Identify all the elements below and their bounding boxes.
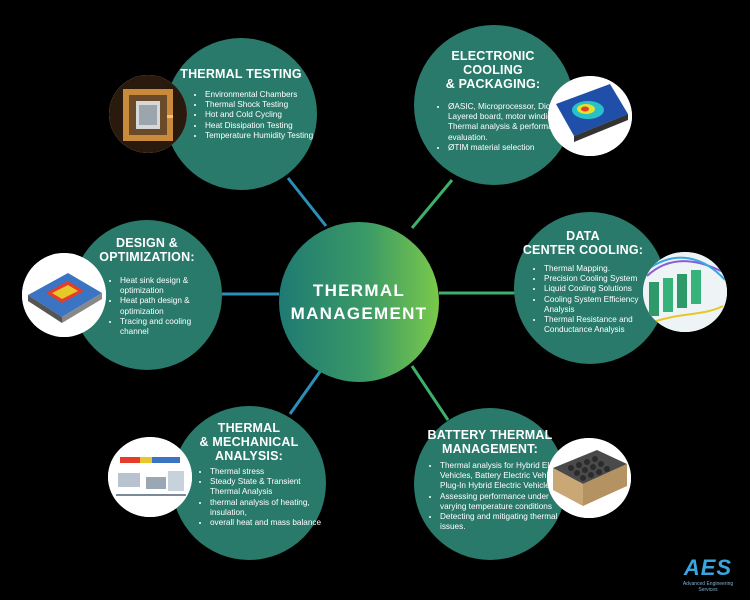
environmental-chamber-photo — [109, 75, 187, 153]
list-item: ØASIC, Microprocessor, Diodes, Layered b… — [448, 102, 566, 143]
connector-thermal-testing — [286, 177, 328, 227]
list-item: Assessing performance under varying temp… — [440, 492, 576, 512]
list-item: Precision Cooling System — [544, 274, 656, 284]
server-rack-airflow-simulation — [643, 252, 727, 332]
list-item: Tracing and cooling channel — [120, 317, 220, 337]
list-item: Hot and Cold Cycling — [205, 110, 325, 120]
connector-electronic-cooling — [410, 179, 454, 229]
list-item: Thermal Shock Testing — [205, 100, 325, 110]
node-title: THERMAL & MECHANICAL ANALYSIS: — [199, 421, 299, 463]
list-item: Environmental Chambers — [205, 90, 325, 100]
node-data-center: DATA CENTER COOLING: Thermal Mapping. Pr… — [514, 212, 666, 364]
node-title: DATA CENTER COOLING: — [522, 229, 644, 257]
connector-battery — [410, 365, 450, 421]
node-list: Thermal stress Steady State & Transient … — [198, 467, 328, 528]
heat-sink-simulation — [22, 253, 106, 337]
node-list: Environmental Chambers Thermal Shock Tes… — [193, 90, 325, 141]
list-item: Thermal Mapping. — [544, 264, 656, 274]
list-item: Thermal analysis for Hybrid Electric Veh… — [440, 461, 576, 492]
node-list: Thermal Mapping. Precision Cooling Syste… — [532, 264, 656, 335]
list-item: Thermal stress — [210, 467, 328, 477]
node-list: Heat sink design & optimization Heat pat… — [108, 276, 220, 337]
node-title: ELECTRONIC COOLING & PACKAGING: — [445, 49, 541, 91]
battery-pack-cells — [547, 438, 631, 518]
logo-subtitle: Advanced Engineering Services — [682, 581, 734, 593]
logo-text: AES — [683, 555, 733, 580]
center-node: THERMAL MANAGEMENT — [279, 222, 439, 382]
center-title: THERMAL MANAGEMENT — [290, 281, 428, 323]
list-item: Heat path design & optimization — [120, 296, 220, 316]
node-thermal-mechanical: THERMAL & MECHANICAL ANALYSIS: Thermal s… — [172, 406, 326, 560]
list-item: Heat Dissipation Testing — [205, 121, 325, 131]
list-item: Steady State & Transient Thermal Analysi… — [210, 477, 328, 497]
list-item: thermal analysis of heating, insulation, — [210, 498, 328, 518]
node-thermal-testing: THERMAL TESTING Environmental Chambers T… — [165, 38, 317, 190]
list-item: Heat sink design & optimization — [120, 276, 220, 296]
node-electronic-cooling: ELECTRONIC COOLING & PACKAGING: ØASIC, M… — [414, 25, 574, 185]
node-title: THERMAL TESTING — [180, 67, 302, 81]
list-item: Thermal Resistance and Conductance Analy… — [544, 315, 656, 335]
list-item: Liquid Cooling Solutions — [544, 284, 656, 294]
list-item: overall heat and mass balance — [210, 518, 328, 528]
mechanical-thermal-cfd — [108, 437, 192, 517]
list-item: Detecting and mitigating thermal issues. — [440, 512, 576, 532]
connector-thermal-mechanical — [288, 365, 326, 415]
list-item: Cooling System Efficiency Analysis — [544, 295, 656, 315]
pcb-thermal-simulation — [548, 76, 632, 156]
list-item: Temperature Humidity Testing — [205, 131, 325, 141]
node-list: Thermal analysis for Hybrid Electric Veh… — [428, 461, 576, 532]
node-list: ØASIC, Microprocessor, Diodes, Layered b… — [436, 102, 566, 153]
list-item: ØTIM material selection — [448, 143, 566, 153]
node-battery: BATTERY THERMAL MANAGEMENT: Thermal anal… — [414, 408, 573, 560]
node-title: BATTERY THERMAL MANAGEMENT: — [427, 428, 553, 456]
aes-logo: AES Advanced Engineering Services — [676, 555, 740, 594]
node-title: DESIGN & OPTIMIZATION: — [99, 236, 195, 264]
